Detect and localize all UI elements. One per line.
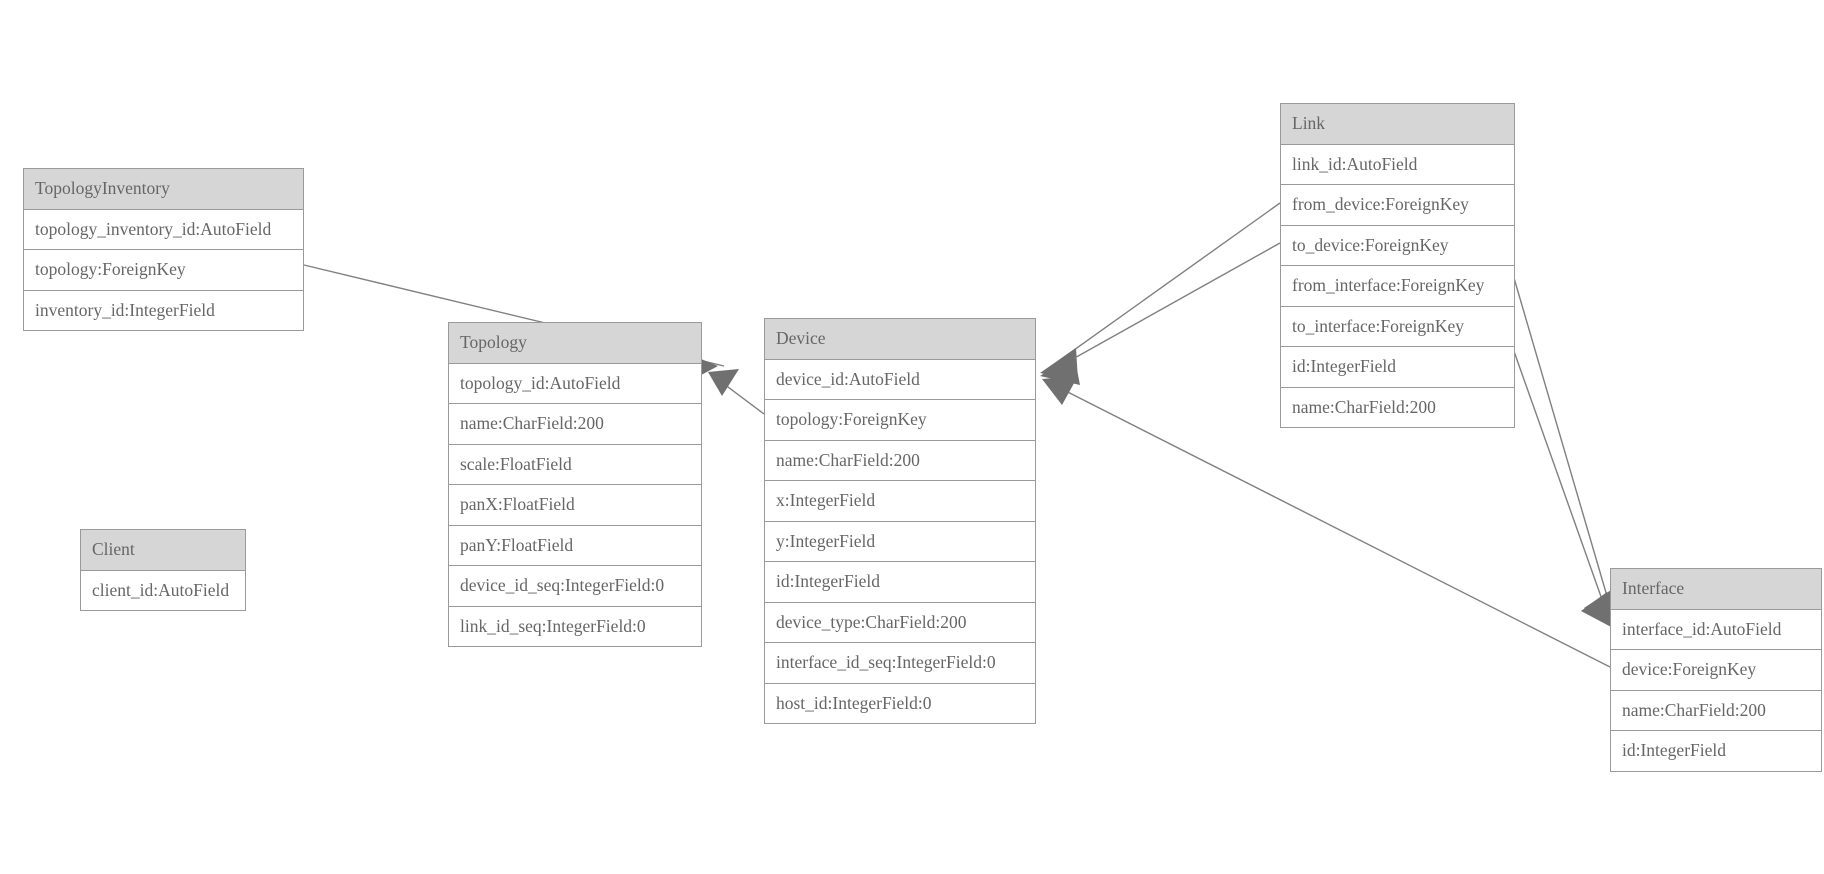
entity-field-topology-0[interactable]: topology_id:AutoField [449,363,701,404]
entity-field-link-2[interactable]: to_device:ForeignKey [1281,225,1514,266]
entity-title-interface: Interface [1611,569,1821,610]
entity-title-device: Device [765,319,1035,360]
entity-field-interface-3[interactable]: id:IntegerField [1611,731,1821,771]
rel-device-topology [708,369,765,415]
entity-field-interface-1[interactable]: device:ForeignKey [1611,650,1821,691]
rel-interface-device-arrowhead [1042,376,1078,405]
rel-link-fromdevice-device-arrowhead [1040,348,1078,381]
entity-field-interface-0[interactable]: interface_id:AutoField [1611,609,1821,650]
rel-link-tointerface-interface-line [1504,325,1611,623]
rel-device-topology-arrowhead [708,369,739,396]
rel-device-topology-line [711,374,765,415]
entity-field-device-4[interactable]: y:IntegerField [765,521,1035,562]
entity-field-topology-3[interactable]: panX:FloatField [449,485,701,526]
entity-title-link: Link [1281,104,1514,145]
entity-field-topology-2[interactable]: scale:FloatField [449,444,701,485]
entity-field-topology-4[interactable]: panY:FloatField [449,525,701,566]
entity-field-device-7[interactable]: interface_id_seq:IntegerField:0 [765,643,1035,684]
entity-field-link-3[interactable]: from_interface:ForeignKey [1281,266,1514,307]
entity-field-topology-6[interactable]: link_id_seq:IntegerField:0 [449,606,701,646]
rel-link-tointerface-interface [1504,325,1613,628]
entity-field-device-0[interactable]: device_id:AutoField [765,359,1035,400]
entity-field-topology_inventory-0[interactable]: topology_inventory_id:AutoField [24,209,303,250]
rel-link-fromdevice-device-line [1045,202,1281,371]
entity-field-topology-1[interactable]: name:CharField:200 [449,404,701,445]
rel-link-frominterface-interface-line [1513,277,1615,621]
entity-field-device-5[interactable]: id:IntegerField [765,562,1035,603]
entity-field-link-0[interactable]: link_id:AutoField [1281,144,1514,185]
rel-link-todevice-device [1040,242,1281,385]
rel-link-todevice-device-line [1045,242,1281,375]
entity-field-link-5[interactable]: id:IntegerField [1281,347,1514,388]
entity-field-link-6[interactable]: name:CharField:200 [1281,387,1514,427]
rel-link-fromdevice-device [1040,202,1281,381]
rel-link-todevice-device-arrowhead [1040,354,1080,385]
entity-field-device-6[interactable]: device_type:CharField:200 [765,602,1035,643]
entity-field-device-2[interactable]: name:CharField:200 [765,440,1035,481]
entity-field-device-8[interactable]: host_id:IntegerField:0 [765,683,1035,723]
entity-field-interface-2[interactable]: name:CharField:200 [1611,690,1821,731]
entity-field-topology_inventory-2[interactable]: inventory_id:IntegerField [24,290,303,330]
entity-field-device-3[interactable]: x:IntegerField [765,481,1035,522]
entity-field-client-0[interactable]: client_id:AutoField [81,570,245,610]
entity-field-device-1[interactable]: topology:ForeignKey [765,400,1035,441]
entity-title-client: Client [81,530,245,571]
entity-field-topology_inventory-1[interactable]: topology:ForeignKey [24,250,303,291]
entity-field-link-4[interactable]: to_interface:ForeignKey [1281,306,1514,347]
entity-title-topology_inventory: TopologyInventory [24,169,303,210]
rel-link-tointerface-interface-arrowhead [1581,592,1613,628]
rel-link-frominterface-interface [1513,277,1616,626]
entity-field-topology-5[interactable]: device_id_seq:IntegerField:0 [449,566,701,607]
entity-title-topology: Topology [449,323,701,364]
entity-field-link-1[interactable]: from_device:ForeignKey [1281,185,1514,226]
